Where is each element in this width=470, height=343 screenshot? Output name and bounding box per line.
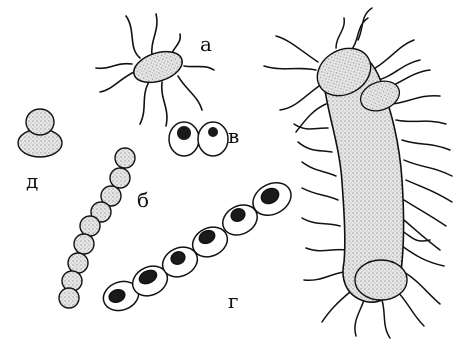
figure-v-filamentous-bacterium	[264, 8, 452, 338]
label-v: в	[228, 126, 239, 146]
figure-a-peritrichous-cell	[96, 14, 214, 126]
figure-g-cell-chain-with-nuclei	[99, 176, 296, 315]
label-b: б	[137, 190, 149, 210]
label-d: д	[26, 171, 38, 191]
label-a: а	[200, 34, 212, 54]
figure-diplo-cells-with-nuclei	[169, 122, 228, 156]
figure-d-dividing-cell	[18, 109, 62, 157]
label-g: г	[228, 291, 238, 311]
